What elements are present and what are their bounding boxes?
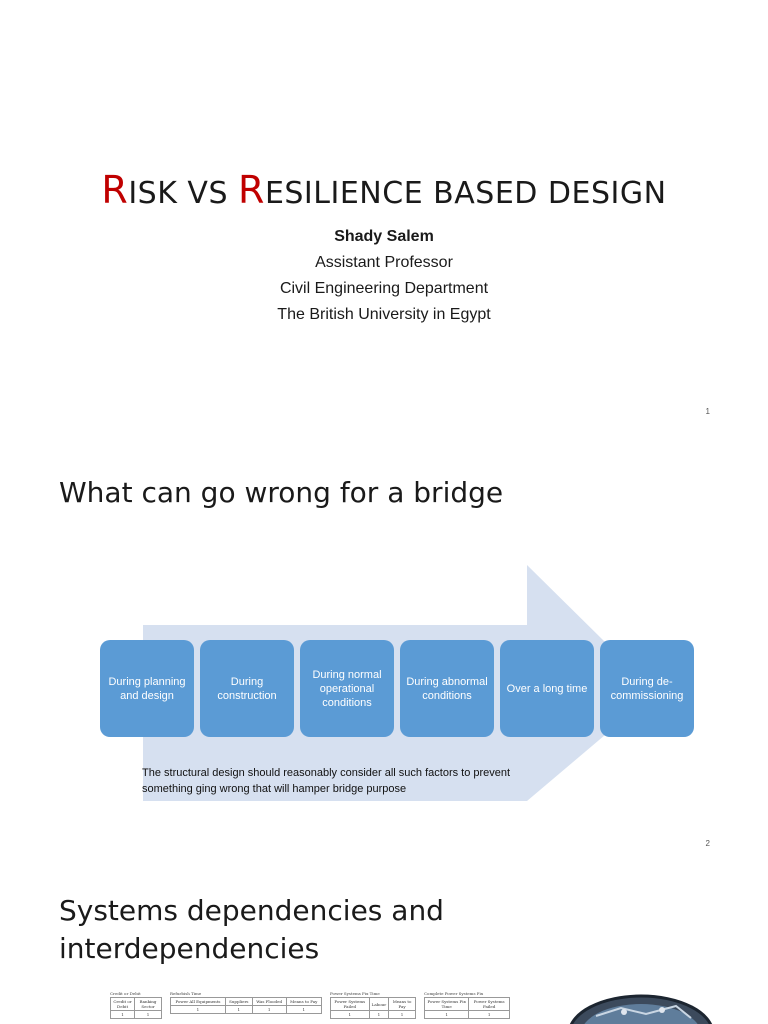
table-cell: 1: [170, 1005, 226, 1014]
table-header: Was Flooded: [251, 997, 287, 1006]
slide-1-title: RISK VS RESILIENCE BASED DESIGN: [0, 168, 768, 212]
stage-abnormal-conditions: During abnormal conditions: [400, 640, 494, 737]
table-cell: 1: [285, 1005, 323, 1014]
table-cell: 1: [468, 1010, 510, 1019]
slide-3-title-line-2: interdependencies: [59, 932, 320, 965]
title-text-1: ISK VS: [128, 176, 239, 211]
table-header: Labour: [368, 997, 390, 1011]
table-cell: 1: [251, 1005, 287, 1014]
table-cell: 1: [109, 1010, 136, 1019]
table-header: Power Systems Failed: [330, 997, 370, 1011]
table-caption: Power Systems Fix Time: [330, 991, 380, 996]
table-cell: 1: [224, 1005, 253, 1014]
table-header: Power Systems Failed: [468, 997, 510, 1011]
stage-normal-operation: During normal operational conditions: [300, 640, 394, 737]
author-name: Shady Salem: [334, 228, 434, 245]
table-header: Banking Sector: [134, 997, 162, 1011]
table-caption: Complete Power Systems Fix: [424, 991, 484, 996]
slide-3-title: Systems dependencies and interdependenci…: [59, 892, 444, 968]
table-header: Suppliers: [224, 997, 253, 1006]
slide-3-title-line-1: Systems dependencies and: [59, 894, 444, 927]
slide-number: 2: [705, 839, 710, 848]
slide-2-title: What can go wrong for a bridge: [59, 476, 504, 509]
stage-construction: During construction: [200, 640, 294, 737]
table-header: Credit or Debit: [109, 997, 136, 1011]
stage-planning-design: During planning and design: [100, 640, 194, 737]
table-caption: Refurbish Time: [170, 991, 202, 996]
table-cell: 1: [423, 1010, 470, 1019]
table-header: Means to Pay: [388, 997, 416, 1011]
title-text-2: ESILIENCE BASED DESIGN: [264, 176, 667, 211]
slide-1: RISK VS RESILIENCE BASED DESIGN Shady Sa…: [0, 0, 768, 432]
table-caption: Credit or Debit: [110, 991, 141, 996]
design-consideration-note: The structural design should reasonably …: [142, 767, 511, 795]
stage-long-time: Over a long time: [500, 640, 594, 737]
interdependency-globe-image: [569, 994, 713, 1024]
slide-3: Systems dependencies and interdependenci…: [0, 864, 768, 1024]
stage-decommissioning: During de-commissioning: [600, 640, 694, 737]
table-header: Power All Equipments: [170, 997, 226, 1006]
title-initial-r1: R: [101, 168, 129, 212]
author-university: The British University in Egypt: [277, 306, 491, 323]
table-cell: 1: [388, 1010, 416, 1019]
author-position: Assistant Professor: [315, 254, 453, 271]
title-initial-r2: R: [238, 168, 265, 212]
slide-2: What can go wrong for a bridge During pl…: [0, 432, 768, 864]
table-header: Means to Pay: [285, 997, 323, 1006]
table-header: Power Systems Fix Time: [423, 997, 470, 1011]
table-cell: 1: [368, 1010, 390, 1019]
author-department: Civil Engineering Department: [279, 280, 489, 297]
table-cell: 1: [134, 1010, 162, 1019]
table-cell: 1: [330, 1010, 370, 1019]
slide-number: 1: [705, 407, 710, 416]
